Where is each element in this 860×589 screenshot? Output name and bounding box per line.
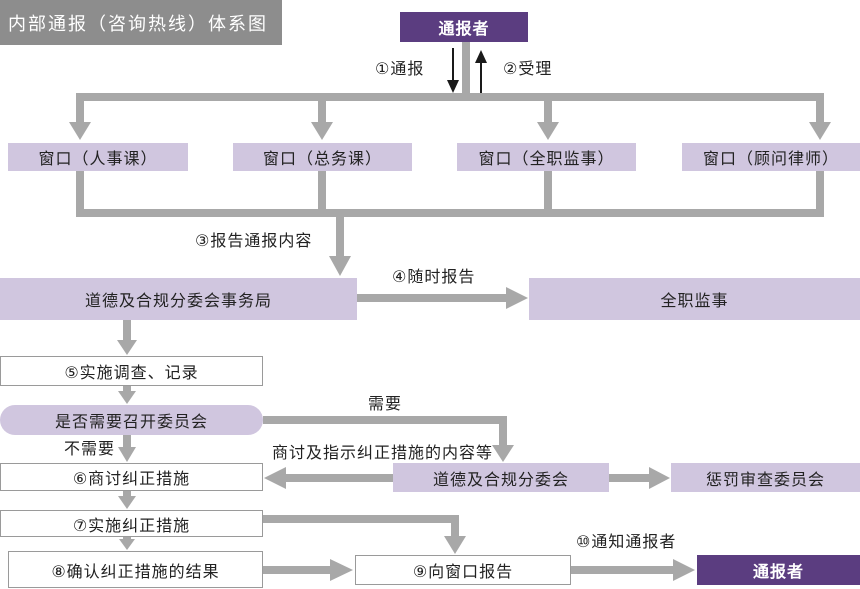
top-distribution-bus — [76, 93, 824, 124]
reporter-box-top: 通报者 — [400, 12, 528, 42]
arrowhead-to-subcommittee — [492, 445, 514, 462]
arrowhead-to-window-lawyer — [809, 122, 831, 140]
arrowhead-to-window-general-affairs — [311, 122, 333, 140]
discipline-committee-box: 惩罚审查委员会 — [671, 463, 860, 492]
label-step-3-forward: ③报告通报内容 — [195, 231, 313, 250]
arrowhead-to-implement — [118, 496, 136, 509]
arrowhead-to-window-hr — [69, 122, 91, 140]
arrowhead-to-discuss — [118, 447, 136, 462]
report-arrow-head — [447, 80, 459, 93]
arrowhead-instruct-to-discuss — [264, 467, 286, 489]
arrowhead-to-investigate — [117, 340, 137, 355]
secretariat-box: 道德及合规分委会事务局 — [0, 278, 357, 320]
reporter-box-bottom: 通报者 — [697, 555, 860, 585]
arrowhead-to-confirm — [119, 539, 135, 550]
needed-connector — [263, 416, 507, 447]
diagram-title: 内部通报（咨询热线）体系图 — [0, 0, 282, 45]
arrowhead-to-decision — [118, 391, 136, 404]
label-not-needed: 不需要 — [64, 439, 116, 458]
arrowhead-to-discipline-committee — [649, 467, 670, 489]
label-needed: 需要 — [368, 394, 403, 413]
label-step-2-accept: ②受理 — [503, 59, 553, 78]
arrowhead-to-secretariat — [329, 256, 351, 276]
window-box-hr: 窗口（人事课） — [8, 143, 188, 171]
bottom-collection-bus — [76, 171, 824, 217]
confirm-box: ⑧确认纠正措施的结果 — [8, 551, 263, 588]
accept-arrow-head — [475, 50, 487, 63]
full-time-auditor-box: 全职监事 — [529, 278, 860, 320]
decision-box: 是否需要召开委员会 — [0, 405, 263, 435]
discuss-box: ⑥商讨纠正措施 — [0, 463, 263, 491]
arrowhead-confirm-to-report — [330, 559, 353, 581]
investigate-box: ⑤实施调查、记录 — [0, 356, 263, 386]
label-step-1-report: ①通报 — [375, 59, 425, 78]
window-box-auditor: 窗口（全职监事） — [457, 143, 636, 171]
arrowhead-implement-to-report — [444, 536, 466, 554]
arrowhead-to-window-auditor — [537, 122, 559, 140]
implement-to-report-connector — [263, 515, 459, 538]
arrowhead-to-full-time-auditor — [506, 287, 528, 309]
label-step-4-timely-report: ④随时报告 — [392, 267, 476, 286]
implement-box: ⑦实施纠正措施 — [0, 510, 263, 537]
window-box-general-affairs: 窗口（总务课） — [233, 143, 412, 171]
window-box-lawyer: 窗口（顾问律师） — [682, 143, 860, 171]
arrowhead-to-reporter-bottom — [673, 559, 695, 581]
label-instruct: 商讨及指示纠正措施的内容等 — [272, 443, 494, 462]
subcommittee-box: 道德及合规分委会 — [393, 463, 609, 492]
label-step-10-notify: ⑩通知通报者 — [576, 532, 677, 551]
report-to-window-box: ⑨向窗口报告 — [355, 555, 571, 585]
